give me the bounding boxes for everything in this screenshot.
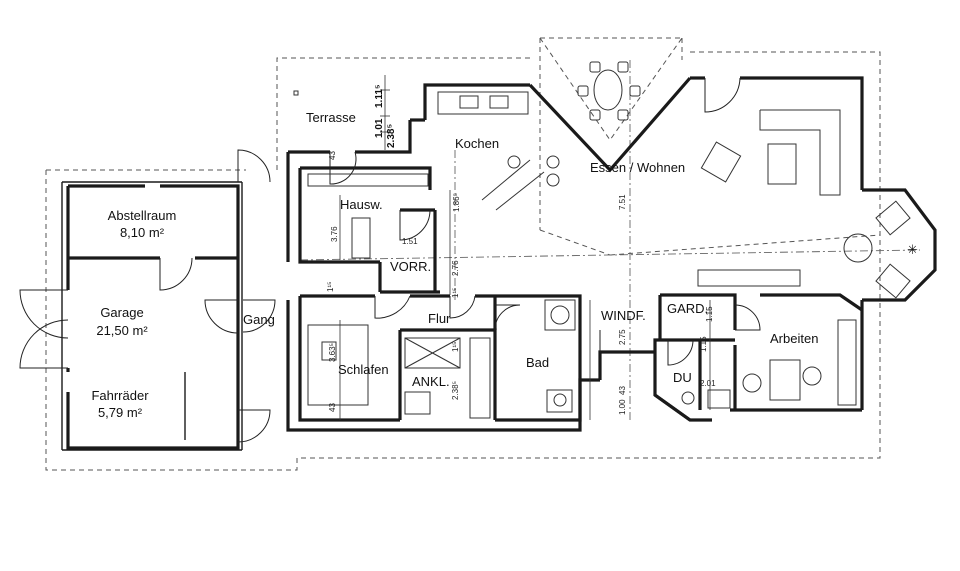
dim-115-e: 1.15: [699, 336, 708, 352]
room-ankl: ANKL.: [412, 374, 450, 389]
dim-363: 3.63⁵: [328, 343, 337, 362]
dim-43-mid: 43: [328, 403, 337, 412]
room-abstellraum-area: 8,10 m²: [120, 225, 165, 240]
dim-276-a: 2.76: [451, 260, 460, 276]
room-arbeiten: Arbeiten: [770, 331, 818, 346]
room-flur: Flur: [428, 311, 451, 326]
dim-100: 1.00: [618, 399, 627, 415]
dim-186: 1.86⁵: [452, 193, 461, 212]
dim-115-b: 1¹⁵: [451, 288, 460, 298]
room-gang: Gang: [243, 312, 275, 327]
dim-43-right: 43: [618, 386, 627, 395]
site-outline: [45, 37, 881, 471]
doors: [242, 77, 761, 366]
dim-115-a: 1¹⁵: [326, 282, 335, 292]
room-garage-area: 21,50 m²: [96, 323, 148, 338]
room-windf: WINDF.: [601, 308, 646, 323]
dim-43-top: 43: [328, 151, 337, 160]
room-gard: GARD.: [667, 301, 708, 316]
dim-275: 2.75: [618, 329, 627, 345]
furniture: ✳: [293, 61, 918, 419]
outbuilding-walls: [61, 181, 243, 451]
garage-door: [19, 149, 271, 443]
dim-111: 1.11⁵: [374, 84, 385, 108]
dim-238-top: 2.38⁵: [386, 124, 397, 148]
dim-238-bottom: 2.38⁵: [451, 381, 460, 400]
axis-lines: [299, 60, 921, 420]
room-kochen: Kochen: [455, 136, 499, 151]
room-garage-name: Garage: [100, 305, 143, 320]
dimension-lines: [339, 75, 711, 420]
dim-751: 7.51: [618, 194, 627, 210]
room-vorr: VORR.: [390, 259, 431, 274]
dimension-labels: 1.01 1.11⁵ 2.38⁵ 43 1.86⁵ 3.76 1.51 1¹⁵ …: [326, 84, 716, 415]
dim-115-d: 1.15: [705, 306, 714, 322]
room-bad: Bad: [526, 355, 549, 370]
room-terrasse: Terrasse: [306, 110, 356, 125]
dim-201: 2.01: [700, 379, 716, 388]
room-hausw: Hausw.: [340, 197, 383, 212]
room-labels: Abstellraum 8,10 m² Garage 21,50 m² Fahr…: [91, 110, 818, 420]
room-abstellraum-name: Abstellraum: [108, 208, 177, 223]
plant-icon: ✳: [907, 242, 918, 257]
dim-101: 1.01: [374, 118, 385, 138]
dim-376: 3.76: [330, 226, 339, 242]
room-schlafen: Schlafen: [338, 362, 389, 377]
main-house-walls: [286, 76, 937, 432]
room-fahrraeder-name: Fahrräder: [91, 388, 149, 403]
dim-115-c: 1¹⁵: [451, 342, 460, 352]
room-essen-wohnen: Essen / Wohnen: [590, 160, 685, 175]
room-fahrraeder-area: 5,79 m²: [98, 405, 143, 420]
room-du: DU: [673, 370, 692, 385]
dim-151: 1.51: [402, 237, 418, 246]
